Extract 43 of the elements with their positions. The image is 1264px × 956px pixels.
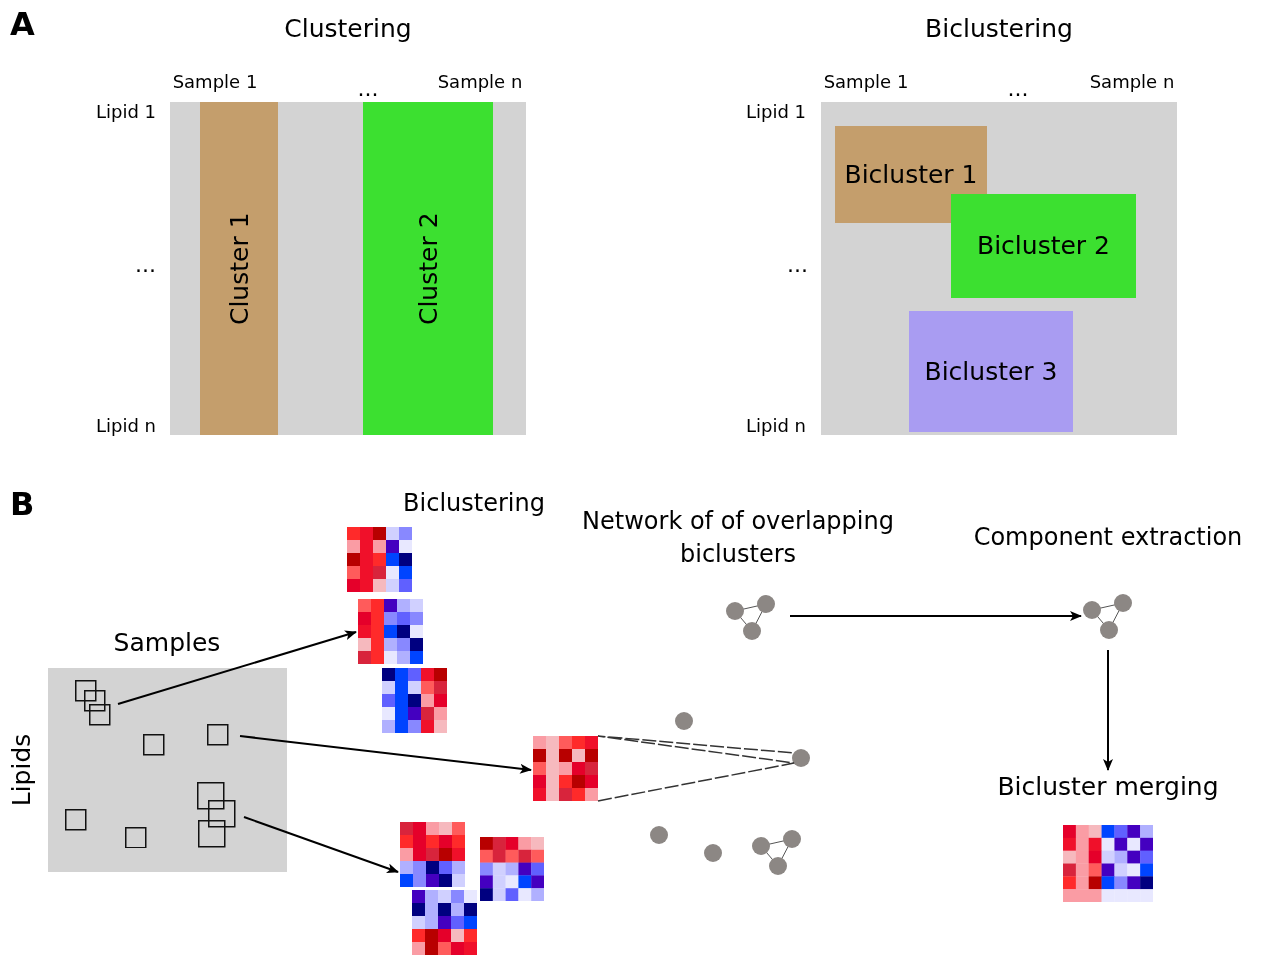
bicluster-block: Bicluster 3 bbox=[909, 311, 1073, 432]
bicluster-block: Bicluster 2 bbox=[951, 194, 1136, 298]
label: Network of of overlapping biclusters bbox=[581, 506, 895, 570]
label: Sample 1 bbox=[172, 70, 258, 94]
arrow bbox=[1103, 649, 1113, 771]
step-title: Bicluster merging bbox=[997, 772, 1219, 802]
zoom-dashed-lines bbox=[597, 735, 795, 802]
cluster-band: Cluster 2 bbox=[363, 102, 493, 435]
cluster-band: Cluster 1 bbox=[200, 102, 278, 435]
axis-title: Samples bbox=[113, 627, 221, 659]
heatmap bbox=[358, 599, 423, 664]
label: ... bbox=[135, 251, 156, 279]
label: Lipid 1 bbox=[95, 100, 156, 124]
label: Sample n bbox=[1089, 70, 1175, 94]
heatmap bbox=[480, 837, 544, 901]
arrow bbox=[117, 630, 357, 705]
axis-title: Lipids bbox=[6, 733, 38, 807]
label: Lipid n bbox=[96, 414, 156, 438]
heatmap bbox=[400, 822, 465, 887]
network-graph-icon bbox=[1083, 593, 1135, 640]
arrow bbox=[789, 611, 1082, 621]
label: Sample n bbox=[437, 70, 523, 94]
label: Lipid 1 bbox=[745, 100, 806, 124]
network-graph-icon bbox=[752, 829, 802, 876]
heatmap bbox=[382, 668, 447, 733]
label: Component extraction bbox=[973, 522, 1243, 553]
panel-letter: B bbox=[10, 488, 35, 520]
label: ... bbox=[1007, 75, 1029, 103]
arrow bbox=[243, 816, 399, 873]
heatmap bbox=[533, 736, 598, 801]
arrow bbox=[239, 735, 532, 774]
label: ... bbox=[787, 251, 808, 279]
heatmap bbox=[412, 890, 477, 955]
heatmap bbox=[347, 527, 412, 592]
bicluster-block: Bicluster 1 bbox=[835, 126, 987, 223]
panel-letter: A bbox=[10, 8, 35, 40]
label: ... bbox=[357, 75, 379, 103]
matrix-title: Clustering bbox=[284, 13, 412, 45]
label: Lipid n bbox=[746, 414, 806, 438]
matrix-title: Biclustering bbox=[925, 13, 1073, 45]
label: Biclustering bbox=[403, 488, 545, 519]
network-graph-icon bbox=[726, 594, 778, 640]
label: Sample 1 bbox=[823, 70, 909, 94]
